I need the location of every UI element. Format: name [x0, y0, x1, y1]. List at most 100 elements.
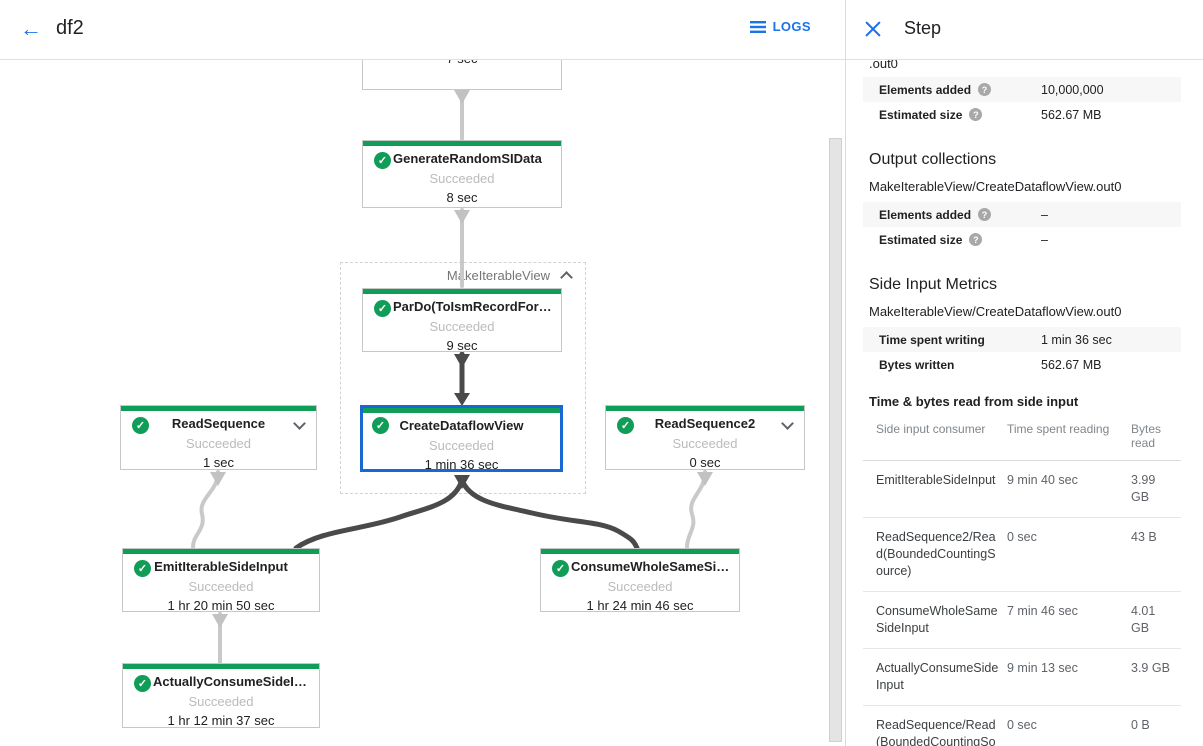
metric-label: Time spent writing	[879, 332, 985, 347]
bytes-read: 0 B	[1131, 705, 1181, 746]
node-status: Succeeded	[429, 171, 495, 186]
node-status: Succeeded	[607, 579, 673, 594]
metric-label: Elements added	[879, 82, 972, 97]
node-title: ReadSequence2	[654, 416, 756, 431]
check-circle-icon: ✓	[374, 300, 391, 317]
node-title: ActuallyConsumeSideI…	[153, 674, 307, 689]
node-time: 9 sec	[446, 338, 478, 353]
check-circle-icon: ✓	[132, 417, 149, 434]
help-icon[interactable]: ?	[978, 208, 992, 221]
node-status: Succeeded	[428, 438, 495, 453]
graph-vertical-scrollbar[interactable]	[829, 138, 842, 742]
time-spent-reading: 9 min 40 sec	[1007, 460, 1131, 518]
check-circle-icon: ✓	[374, 152, 391, 169]
graph-node-generaterandomsidata[interactable]: ✓ GenerateRandomSIData Succeeded 8 sec	[362, 140, 562, 208]
node-title: GenerateRandomSIData	[393, 151, 542, 166]
help-icon[interactable]: ?	[969, 108, 983, 121]
node-status-bar	[123, 549, 319, 554]
column-header: Side input consumer	[863, 413, 1007, 461]
step-panel-title: Step	[904, 18, 942, 38]
metric-row: Estimated size ? –	[863, 227, 1181, 252]
time-spent-reading: 7 min 46 sec	[1007, 591, 1131, 649]
node-title: ConsumeWholeSameSi…	[571, 559, 730, 574]
node-time: 1 hr 12 min 37 sec	[167, 713, 275, 728]
side-input-consumer: EmitIterableSideInput	[863, 460, 1007, 518]
graph-node-consumewholesamesideinput[interactable]: ✓ ConsumeWholeSameSi… Succeeded 1 hr 24 …	[540, 548, 740, 613]
node-status: Succeeded	[429, 319, 495, 334]
metric-label: Bytes written	[879, 357, 955, 372]
back-arrow-icon[interactable]: ←	[20, 16, 42, 41]
graph-node-emititerablesideinput[interactable]: ✓ EmitIterableSideInput Succeeded 1 hr 2…	[122, 548, 320, 613]
graph-node-createdataflowview[interactable]: ✓ CreateDataflowView Succeeded 1 min 36 …	[360, 405, 563, 472]
node-time: 1 sec	[202, 455, 235, 470]
node-time: 1 hr 24 min 46 sec	[586, 598, 694, 613]
check-circle-icon: ✓	[134, 560, 151, 577]
clipped-collection-name: .out0	[869, 60, 898, 71]
step-details-panel: Step .out0 Elements added ? 10,000,000 E…	[846, 0, 1203, 746]
column-header: Bytes read	[1131, 413, 1181, 461]
node-status: Succeeded	[185, 436, 252, 451]
node-time: 1 hr 20 min 50 sec	[167, 598, 275, 613]
node-time: 0 sec	[689, 455, 721, 470]
side-input-table: Side input consumer Time spent reading B…	[863, 413, 1181, 746]
node-title: ParDo(ToIsmRecordFor…	[393, 299, 552, 314]
check-circle-icon: ✓	[372, 417, 389, 434]
metric-value: 10,000,000	[1041, 82, 1104, 97]
node-status: Succeeded	[188, 694, 254, 709]
metric-label: Estimated size	[879, 107, 963, 122]
node-title: ReadSequence	[171, 416, 266, 431]
side-input-metrics-heading: Side Input Metrics	[869, 276, 998, 293]
node-status: Succeeded	[672, 436, 738, 451]
logs-button[interactable]: LOGS	[744, 18, 817, 35]
metric-row: Bytes written 562.67 MB	[863, 352, 1181, 377]
bytes-read: 3.99 GB	[1131, 460, 1181, 518]
collapse-chevron-icon[interactable]	[560, 271, 573, 284]
check-circle-icon: ✓	[552, 560, 569, 577]
table-row: ConsumeWholeSameSideInput 7 min 46 sec 4…	[863, 591, 1181, 649]
graph-pane: ← df2 LOGS MakeIterableView	[0, 0, 845, 746]
job-title: df2	[56, 17, 84, 39]
node-status-bar	[606, 406, 804, 411]
time-spent-reading: 0 sec	[1007, 517, 1131, 592]
graph-node-actuallyconsumesideinput[interactable]: ✓ ActuallyConsumeSideI… Succeeded 1 hr 1…	[122, 663, 320, 728]
pipeline-graph[interactable]: MakeIterableView	[0, 60, 845, 746]
node-status: Succeeded	[188, 579, 254, 594]
metric-label: Estimated size	[879, 232, 963, 247]
help-icon[interactable]: ?	[969, 233, 983, 246]
node-status-bar	[363, 289, 561, 294]
close-icon[interactable]	[864, 20, 882, 38]
check-circle-icon: ✓	[617, 417, 634, 434]
metric-value: 1 min 36 sec	[1041, 332, 1112, 347]
side-input-consumer: ConsumeWholeSameSideInput	[863, 591, 1007, 649]
metric-label: Elements added	[879, 207, 972, 222]
output-collection-name: MakeIterableView/CreateDataflowView.out0	[869, 179, 1122, 194]
node-title: CreateDataflowView	[399, 418, 524, 433]
node-time: 7 sec	[363, 60, 561, 68]
node-title: EmitIterableSideInput	[154, 559, 288, 574]
logs-button-label: LOGS	[772, 19, 811, 34]
bytes-read: 4.01 GB	[1131, 591, 1181, 649]
job-toolbar: ← df2 LOGS	[0, 0, 845, 60]
node-status-bar	[363, 141, 561, 146]
node-status-bar	[121, 406, 316, 411]
graph-node-pardo-toismrecord[interactable]: ✓ ParDo(ToIsmRecordFor… Succeeded 9 sec	[362, 288, 562, 353]
side-input-consumer: ReadSequence2/Read(BoundedCountingSource…	[863, 517, 1007, 592]
node-time: 1 min 36 sec	[424, 457, 499, 472]
side-input-consumer: ActuallyConsumeSideInput	[863, 648, 1007, 706]
table-header-row: Side input consumer Time spent reading B…	[863, 413, 1181, 461]
help-icon[interactable]: ?	[978, 83, 992, 96]
graph-node-readsequence2[interactable]: ✓ ReadSequence2 Succeeded 0 sec	[605, 405, 805, 470]
output-collections-heading: Output collections	[869, 151, 997, 168]
graph-node-clipped-top[interactable]: Succeeded 7 sec	[362, 60, 562, 90]
graph-node-readsequence[interactable]: ✓ ReadSequence Succeeded 1 sec	[120, 405, 317, 470]
metric-value: 562.67 MB	[1041, 357, 1102, 372]
bytes-read: 43 B	[1131, 517, 1181, 592]
check-circle-icon: ✓	[134, 675, 151, 692]
table-row: ReadSequence/Read(BoundedCountingSource)…	[863, 705, 1181, 746]
bytes-read: 3.9 GB	[1131, 648, 1181, 706]
table-row: ActuallyConsumeSideInput 9 min 13 sec 3.…	[863, 648, 1181, 706]
node-status-bar	[363, 408, 560, 413]
table-row: EmitIterableSideInput 9 min 40 sec 3.99 …	[863, 460, 1181, 518]
step-panel-body: .out0 Elements added ? 10,000,000 Estima…	[846, 60, 1203, 746]
node-time: 8 sec	[446, 190, 478, 205]
